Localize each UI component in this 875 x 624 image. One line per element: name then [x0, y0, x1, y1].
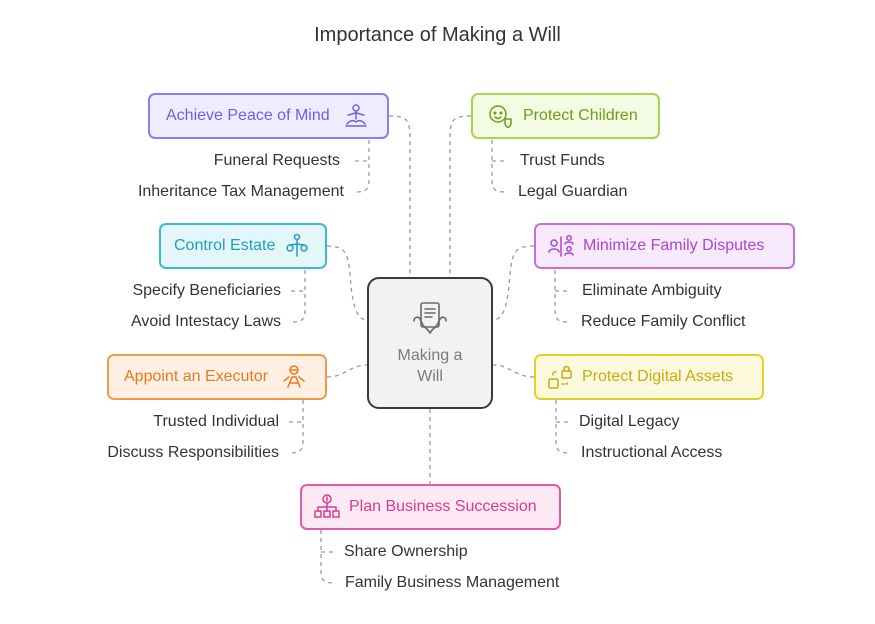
center-label: Making a Will	[397, 347, 463, 385]
branch-protect-children[interactable]: Protect Children	[471, 93, 660, 139]
item-legal-guardian: Legal Guardian	[518, 183, 628, 200]
branch-label: Control Estate	[174, 237, 276, 254]
item-discuss-responsibilities: Discuss Responsibilities	[107, 444, 279, 461]
digital-lock-icon	[546, 363, 574, 391]
branch-label: Plan Business Succession	[349, 498, 537, 515]
center-node[interactable]: Making a Will	[367, 277, 493, 409]
branch-control-estate[interactable]: Control Estate	[159, 223, 327, 269]
bracket-executor	[288, 400, 304, 454]
org-chart-icon	[313, 493, 341, 521]
branch-minimize-family-disputes[interactable]: Minimize Family Disputes	[534, 223, 795, 269]
executor-icon	[280, 363, 308, 391]
item-instructional-access: Instructional Access	[581, 444, 723, 461]
bracket-peace-of-mind	[354, 140, 370, 193]
bracket-business-succession	[320, 530, 336, 584]
family-dispute-icon	[547, 232, 575, 260]
item-avoid-intestacy-laws: Avoid Intestacy Laws	[130, 313, 281, 330]
item-reduce-family-conflict: Reduce Family Conflict	[581, 313, 746, 330]
item-family-business-management: Family Business Management	[345, 574, 560, 591]
bracket-control-estate	[290, 270, 306, 323]
item-digital-legacy: Digital Legacy	[579, 413, 680, 430]
connector-digital-assets	[492, 364, 535, 378]
connector-protect-children	[449, 115, 472, 277]
item-share-ownership: Share Ownership	[344, 543, 468, 560]
connector-executor	[326, 364, 368, 378]
item-eliminate-ambiguity: Eliminate Ambiguity	[582, 282, 722, 299]
branch-label: Minimize Family Disputes	[583, 237, 765, 254]
flow-control-icon	[283, 232, 311, 260]
branch-label: Appoint an Executor	[124, 368, 269, 385]
item-trust-funds: Trust Funds	[520, 152, 605, 169]
branch-protect-digital-assets[interactable]: Protect Digital Assets	[534, 354, 764, 400]
branch-label: Achieve Peace of Mind	[166, 107, 330, 124]
meditation-icon	[342, 102, 370, 130]
item-specify-beneficiaries: Specify Beneficiaries	[132, 282, 281, 299]
branch-appoint-an-executor[interactable]: Appoint an Executor	[107, 354, 327, 400]
connector-peace-of-mind	[388, 115, 411, 277]
bracket-digital-assets	[555, 400, 571, 454]
item-inheritance-tax-management: Inheritance Tax Management	[137, 183, 344, 200]
baby-shield-icon	[486, 102, 514, 130]
connector-family-disputes	[492, 245, 535, 321]
diagram-title: Importance of Making a Will	[314, 24, 561, 46]
will-document-icon	[413, 302, 447, 334]
bracket-family-disputes	[554, 270, 570, 323]
branch-label: Protect Children	[523, 107, 638, 124]
item-trusted-individual: Trusted Individual	[153, 413, 279, 430]
item-funeral-requests: Funeral Requests	[213, 152, 340, 169]
branch-label: Protect Digital Assets	[582, 368, 734, 385]
bracket-protect-children	[491, 140, 507, 193]
connector-control-estate	[326, 245, 368, 321]
branch-achieve-peace-of-mind[interactable]: Achieve Peace of Mind	[148, 93, 389, 139]
branch-plan-business-succession[interactable]: Plan Business Succession	[300, 484, 561, 530]
